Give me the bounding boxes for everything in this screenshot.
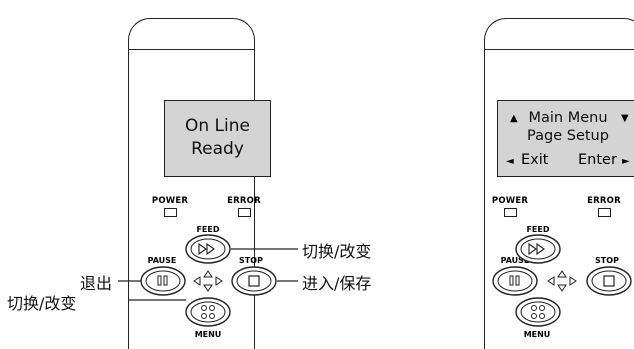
- fast-forward-icon: [198, 242, 215, 256]
- callout-pause: 退出: [80, 274, 113, 293]
- lcd-line-1: On Line: [185, 116, 250, 136]
- pause-icon: [509, 275, 514, 286]
- callout-feed: 切换/改变: [302, 242, 372, 261]
- pause-label: PAUSE: [500, 256, 530, 265]
- pause-button[interactable]: [140, 266, 186, 296]
- exit-label: Exit: [521, 152, 549, 168]
- left-printer-panel: [128, 18, 255, 349]
- stop-button[interactable]: [231, 266, 277, 296]
- down-arrow-icon: ▼: [621, 113, 629, 124]
- menu-dots-icon: [531, 305, 545, 319]
- error-led: [238, 208, 251, 217]
- power-led: [164, 208, 177, 217]
- lcd-line-2: Page Setup: [527, 128, 609, 144]
- power-label: POWER: [151, 196, 189, 206]
- power-label: POWER: [491, 196, 529, 206]
- up-arrow-icon: ▲: [510, 113, 518, 124]
- menu-button[interactable]: [515, 297, 561, 327]
- feed-label: FEED: [526, 225, 550, 234]
- lcd-line-1: Main Menu: [528, 110, 608, 126]
- power-led: [504, 208, 517, 217]
- error-led: [598, 208, 611, 217]
- left-button-cluster: [118, 234, 298, 327]
- callout-stop: 进入/保存: [302, 274, 372, 293]
- menu-label: MENU: [194, 330, 222, 339]
- stop-icon: [248, 275, 260, 287]
- pause-button[interactable]: [492, 266, 538, 296]
- feed-button[interactable]: [515, 234, 561, 264]
- right-lcd-screen: ▲ Main Menu ▼ Page Setup ◄ Exit Enter ►: [497, 100, 634, 177]
- stop-label: STOP: [595, 256, 619, 265]
- callout-menu: 切换/改变: [7, 294, 77, 313]
- menu-button[interactable]: [185, 297, 231, 327]
- panel-divider: [129, 49, 254, 50]
- direction-arrows-icon: [547, 270, 577, 292]
- menu-label: MENU: [523, 330, 551, 339]
- stop-label: STOP: [239, 256, 263, 265]
- right-button-cluster: [492, 234, 632, 327]
- fast-forward-icon: [528, 242, 545, 256]
- direction-arrows-icon: [193, 270, 223, 292]
- left-arrow-icon: ◄: [506, 156, 514, 167]
- feed-label: FEED: [196, 225, 220, 234]
- enter-label: Enter: [578, 152, 617, 168]
- pause-icon: [157, 275, 162, 286]
- panel-divider: [485, 49, 634, 50]
- menu-dots-icon: [201, 305, 215, 319]
- error-label: ERROR: [587, 196, 621, 206]
- error-label: ERROR: [227, 196, 261, 206]
- pause-label: PAUSE: [147, 256, 177, 265]
- right-arrow-icon: ►: [622, 156, 630, 167]
- feed-button[interactable]: [185, 234, 231, 264]
- stop-icon: [603, 275, 615, 287]
- lcd-line-2: Ready: [191, 139, 244, 159]
- left-lcd-screen: On Line Ready: [164, 100, 271, 177]
- stop-button[interactable]: [586, 266, 632, 296]
